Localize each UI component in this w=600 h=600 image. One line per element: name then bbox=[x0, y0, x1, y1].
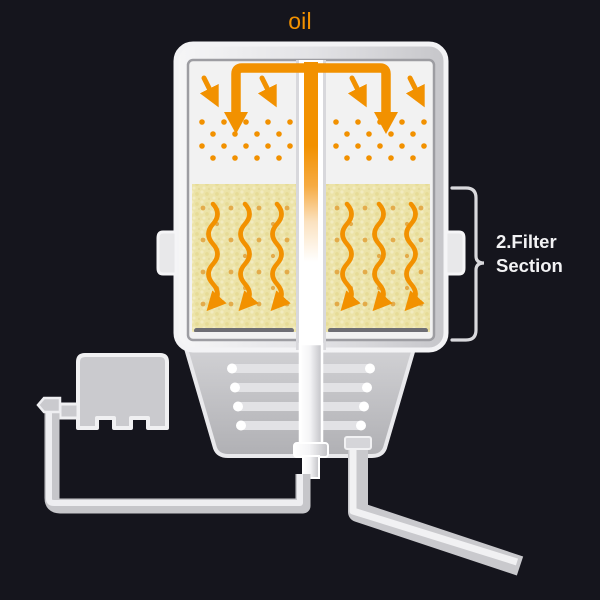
filter-section-label-line2: Section bbox=[496, 254, 563, 276]
riser-lower-body bbox=[298, 342, 324, 458]
right-wavy-arrows bbox=[340, 201, 425, 312]
return-pipe-elbow bbox=[36, 396, 62, 414]
right-lug bbox=[444, 230, 466, 276]
left-oil-droplets bbox=[199, 119, 293, 161]
riser-lower-pipe bbox=[293, 342, 329, 479]
riser-stub bbox=[302, 455, 320, 479]
left-media-droplets bbox=[200, 205, 290, 307]
pump-nozzle bbox=[58, 402, 80, 420]
section-bracket bbox=[450, 186, 485, 342]
left-mesh-screen bbox=[194, 328, 294, 332]
outlet-pipe-highlight bbox=[349, 440, 519, 566]
left-lug bbox=[156, 230, 178, 276]
manifold-arrowheads bbox=[224, 112, 398, 134]
left-chamber bbox=[192, 68, 296, 332]
oil-label: oil bbox=[288, 8, 312, 34]
right-media-droplets bbox=[334, 205, 424, 307]
riser-oil-core bbox=[304, 62, 318, 262]
right-chamber bbox=[326, 68, 430, 332]
outlet-pipe bbox=[344, 436, 524, 576]
right-mesh-screen bbox=[328, 328, 428, 332]
riser-collar bbox=[293, 442, 329, 458]
right-inlet-arrows bbox=[347, 75, 425, 108]
left-inlet-arrows bbox=[199, 75, 277, 108]
left-wavy-arrows bbox=[206, 201, 291, 312]
outlet-pipe-flange bbox=[344, 436, 372, 450]
pump-unit bbox=[58, 353, 169, 430]
funnel-ridges bbox=[227, 363, 375, 431]
return-pipe-highlight bbox=[46, 404, 303, 506]
pump-body bbox=[76, 353, 169, 430]
filter-section-label-line1: 2.Filter bbox=[496, 231, 557, 252]
filter-section-label: 2.Filter Section bbox=[496, 230, 596, 277]
